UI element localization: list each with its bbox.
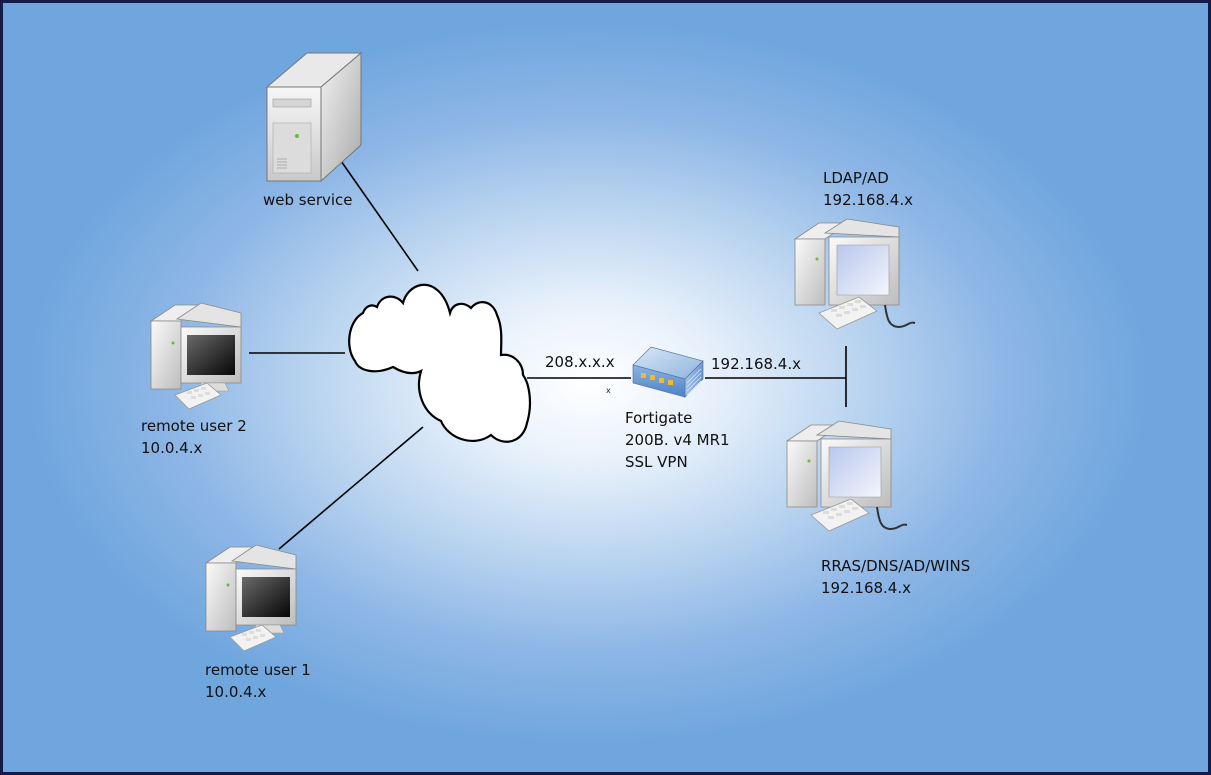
remote-user-1-ip: 10.0.4.x (205, 683, 267, 701)
link-web-service-cloud (340, 160, 419, 272)
workstation-icon-remote-user-1 (204, 544, 297, 652)
wan-ip: 208.x.x.x (545, 353, 615, 371)
remote-user-2-name: remote user 2 (141, 417, 247, 435)
lan-ip-label: 192.168.4.x (711, 353, 801, 375)
remote-user-1-label: remote user 1 10.0.4.x (205, 659, 311, 703)
fortigate-model: 200B. v4 MR1 (625, 431, 730, 449)
stray-mark: x (606, 386, 611, 395)
web-service-label: web service (263, 189, 353, 211)
firewall-appliance-icon (632, 346, 704, 398)
fortigate-label: Fortigate 200B. v4 MR1 SSL VPN (625, 407, 730, 473)
rras-ip: 192.168.4.x (821, 579, 911, 597)
remote-user-2-ip: 10.0.4.x (141, 439, 203, 457)
links-layer: x (249, 160, 847, 550)
ldap-ad-ip: 192.168.4.x (823, 191, 913, 209)
ldap-ad-name: LDAP/AD (823, 169, 889, 187)
fortigate-role: SSL VPN (625, 453, 688, 471)
server-tower-icon (265, 51, 363, 183)
workstation-icon-ldap-ad (793, 218, 916, 330)
lan-ip: 192.168.4.x (711, 355, 801, 373)
fortigate-name: Fortigate (625, 409, 693, 427)
rras-label: RRAS/DNS/AD/WINS 192.168.4.x (821, 555, 970, 599)
link-remote-user-1-cloud (278, 426, 424, 550)
web-service-name: web service (263, 191, 353, 209)
workstation-icon-remote-user-2 (149, 302, 242, 410)
ldap-ad-label: LDAP/AD 192.168.4.x (823, 167, 913, 211)
rras-name: RRAS/DNS/AD/WINS (821, 557, 971, 575)
wan-ip-label: 208.x.x.x (545, 351, 615, 373)
internet-cloud-icon (348, 283, 532, 443)
remote-user-2-label: remote user 2 10.0.4.x (141, 415, 247, 459)
remote-user-1-name: remote user 1 (205, 661, 311, 679)
workstation-icon-rras (785, 420, 908, 532)
